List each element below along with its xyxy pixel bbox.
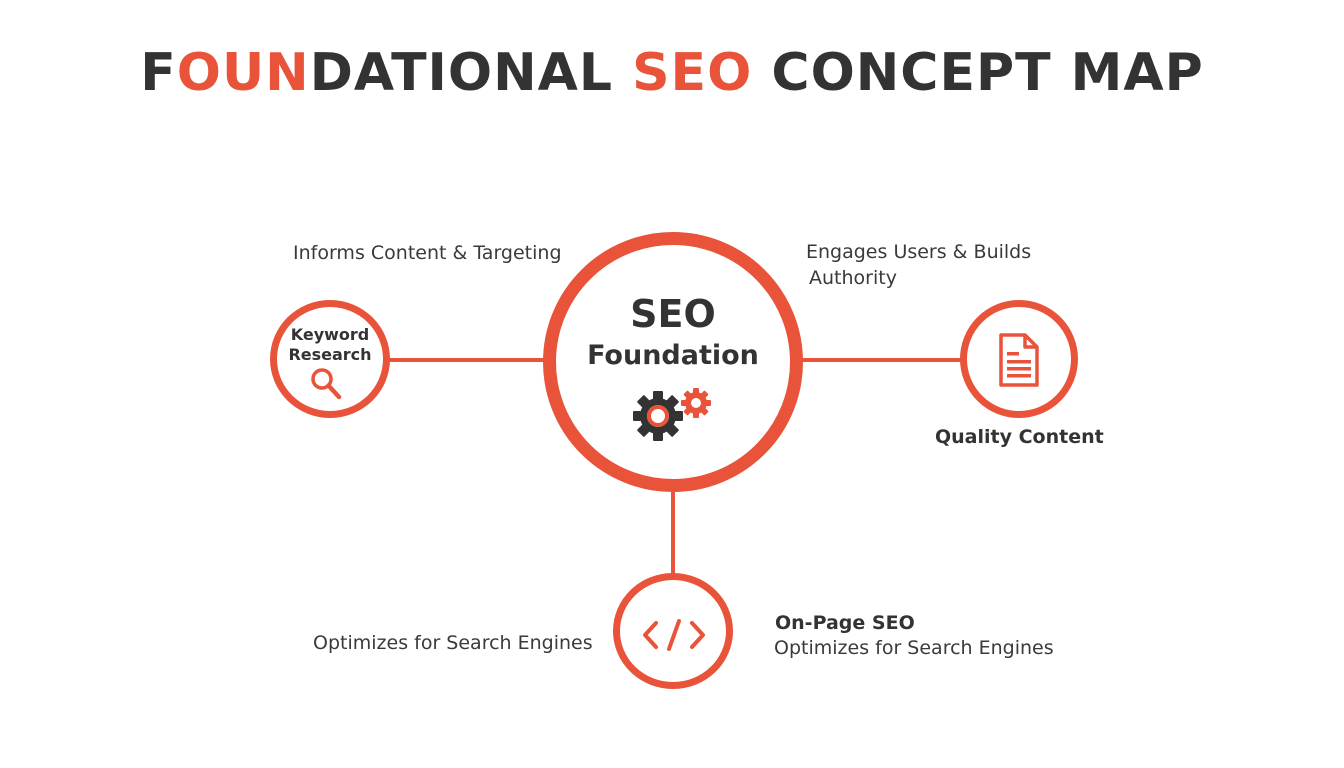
- onpage-seo-sublabel: Optimizes for Search Engines: [774, 637, 1054, 659]
- onpage-seo-node: [613, 573, 733, 689]
- keyword-label-line2: Research: [288, 345, 372, 364]
- connector-keyword: [384, 358, 550, 362]
- quality-relation-line2: Authority: [809, 267, 897, 289]
- center-subtitle: Foundation: [587, 340, 759, 371]
- magnifier-icon: [311, 368, 342, 400]
- connector-onpage: [671, 484, 675, 576]
- title-part-2: OUN: [176, 43, 310, 103]
- keyword-research-node: [270, 300, 390, 418]
- keyword-relation-label: Informs Content & Targeting: [293, 242, 562, 264]
- keyword-label-line1: Keyword: [290, 325, 370, 344]
- onpage-seo-label: On-Page SEO: [775, 612, 915, 634]
- title-part-3: DATIONAL: [309, 43, 633, 103]
- document-icon: [999, 333, 1039, 387]
- title-part-1: F: [140, 43, 177, 103]
- quality-content-node: [960, 300, 1078, 418]
- center-title: SEO: [630, 292, 716, 336]
- gears-icon: [633, 388, 711, 441]
- code-icon: [643, 619, 705, 651]
- title-part-4: SEO: [632, 43, 753, 103]
- page-title: FOUNDATIONAL SEO CONCEPT MAP: [0, 38, 1344, 108]
- connector-quality: [798, 358, 964, 362]
- onpage-relation-label: Optimizes for Search Engines: [313, 632, 593, 654]
- quality-relation-line1: Engages Users & Builds: [806, 241, 1032, 263]
- title-part-5: CONCEPT MAP: [752, 43, 1204, 103]
- quality-content-label: Quality Content: [935, 426, 1104, 448]
